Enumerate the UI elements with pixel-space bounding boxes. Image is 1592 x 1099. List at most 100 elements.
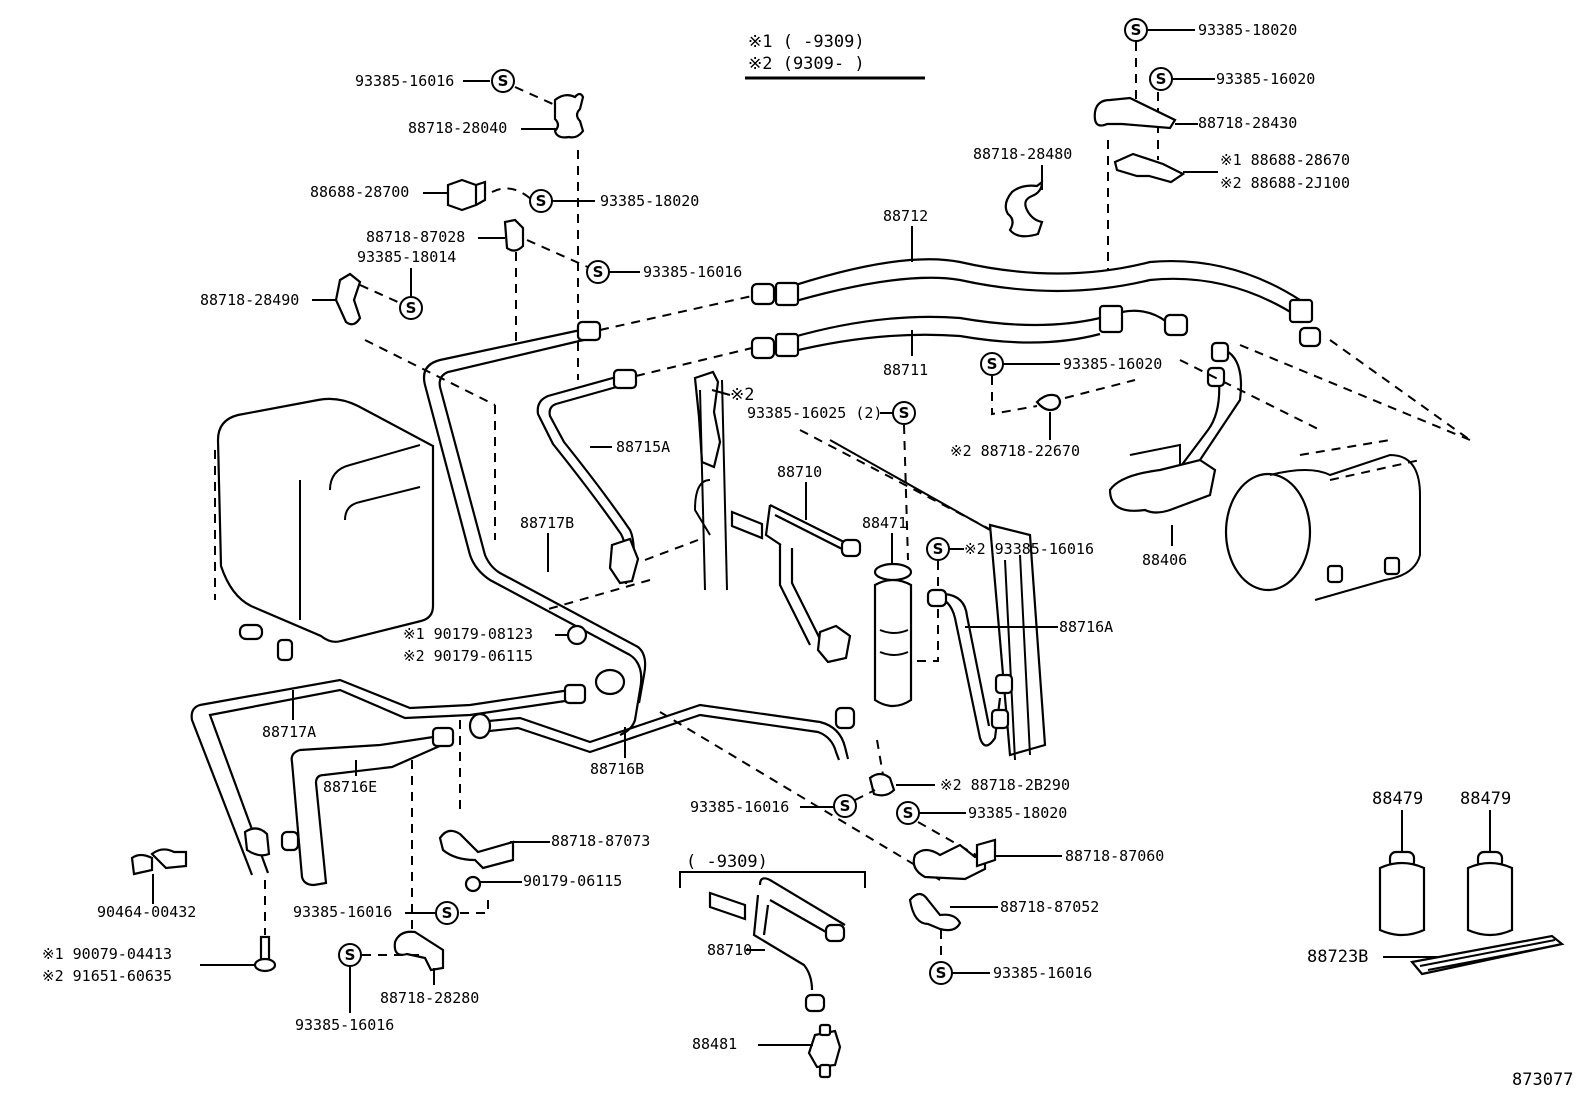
callout-90179-08123[interactable]: ※1 90179-08123 ※2 90179-06115	[403, 624, 588, 665]
clamp-88718-28280[interactable]: 88718-28280	[362, 930, 479, 1007]
part-number-label[interactable]: 88710	[777, 463, 822, 481]
hose-88712[interactable]: 88712	[750, 207, 1322, 348]
clamp-88718-28430[interactable]: 88718-28430	[1093, 96, 1298, 132]
callout-93385-16020-top[interactable]: S 93385-16020	[1149, 67, 1315, 160]
part-number-label[interactable]: 88718-87028	[366, 228, 465, 246]
callout-93385-16016-e[interactable]: S 93385-16016	[929, 961, 1092, 985]
callout-93385-18020-top[interactable]: S 93385-18020	[1124, 18, 1297, 110]
part-number-label[interactable]: ※1 88688-28670	[1220, 151, 1350, 169]
clamp-88718-2B290[interactable]: ※2 88718-2B290	[868, 739, 1070, 797]
clamp-88718-28480[interactable]: 88718-28480	[973, 145, 1072, 238]
part-number-label[interactable]: 93385-16016	[993, 964, 1092, 982]
part-number-label[interactable]: 88716A	[1059, 618, 1113, 636]
callout-93385-16016-c[interactable]: S ※2 93385-16016	[913, 537, 1094, 662]
part-number-label[interactable]: 88718-87052	[1000, 898, 1099, 916]
part-number-label[interactable]: 93385-16016	[643, 263, 742, 281]
callout-93385-16025[interactable]: 93385-16025 (2) S	[747, 401, 916, 561]
clip-90464-00432[interactable]: 90464-00432	[97, 848, 196, 921]
hose-88711[interactable]: 88711	[750, 304, 1189, 379]
callout-93385-18014[interactable]: 93385-18014 S	[357, 248, 456, 320]
callout-93385-16016-b[interactable]: S 93385-16016	[586, 260, 742, 284]
part-number-label[interactable]: 88718-28430	[1198, 114, 1297, 132]
part-number-label[interactable]: ※1 90079-04413	[42, 945, 172, 963]
receiver-88471[interactable]: 88471	[862, 514, 913, 708]
part-number-label[interactable]: 93385-16016	[295, 1016, 394, 1034]
expansion-valve-88406[interactable]: 88406	[1108, 341, 1243, 569]
clamp-88718-22670[interactable]: ※2 88718-22670	[950, 379, 1136, 460]
part-number-label[interactable]: ※2 90179-06115	[403, 647, 533, 665]
callout-88718-28490[interactable]: 88718-28490	[200, 272, 496, 406]
part-number-label[interactable]: 88406	[1142, 551, 1187, 569]
pipe-88710-main[interactable]: 88710	[730, 463, 862, 664]
part-number-label[interactable]: 88710	[707, 941, 752, 959]
bottle-88479-a[interactable]: 88479	[1372, 789, 1426, 937]
part-number-label[interactable]: 90179-06115	[523, 872, 622, 890]
part-number-label[interactable]: ※2 88718-2B290	[940, 776, 1070, 794]
bracket-mark-2[interactable]: ※2	[693, 370, 754, 469]
part-number-label[interactable]: 88716B	[590, 760, 644, 778]
part-number-label[interactable]: ※2 88718-22670	[950, 442, 1080, 460]
pipe-88716A[interactable]: 88716A	[926, 588, 1113, 747]
clamp-icon	[1093, 96, 1177, 130]
tape-88723B[interactable]: 88723B	[1307, 934, 1565, 976]
bottle-88479-b[interactable]: 88479	[1460, 789, 1514, 937]
callout-93385-16020-mid[interactable]: S 93385-16020	[980, 352, 1162, 416]
part-number-label[interactable]: 88718-28280	[380, 989, 479, 1007]
part-number-label[interactable]: 88715A	[616, 438, 670, 456]
part-number-label[interactable]: 93385-16020	[1216, 70, 1315, 88]
part-number-label[interactable]: 88479	[1372, 789, 1423, 809]
part-number-label[interactable]: 88723B	[1307, 947, 1368, 967]
part-number-label[interactable]: 88716E	[323, 778, 377, 796]
clamp-88718-87052[interactable]: 88718-87052	[908, 892, 1099, 962]
part-number-label[interactable]: ※1 90179-08123	[403, 625, 533, 643]
switch-88481[interactable]: 88481	[692, 1023, 842, 1079]
part-number-label[interactable]: 88718-28040	[408, 119, 507, 137]
part-number-label[interactable]: 88712	[883, 207, 928, 225]
part-number-label[interactable]: 88481	[692, 1035, 737, 1053]
pipe-88717B[interactable]: 88717B	[422, 320, 647, 737]
part-number-label[interactable]: 93385-18014	[357, 248, 456, 266]
part-number-label[interactable]: ※2 91651-60635	[42, 967, 172, 985]
part-number-label[interactable]: 88718-28490	[200, 291, 299, 309]
part-number-label[interactable]: 93385-16020	[1063, 355, 1162, 373]
pipe-88716E[interactable]: 88716E	[280, 726, 455, 887]
part-number-label[interactable]: 88479	[1460, 789, 1511, 809]
part-number-label[interactable]: ※2	[730, 385, 754, 405]
pipe-88716B[interactable]: 88716B	[468, 703, 856, 778]
part-number-label[interactable]: 88711	[883, 361, 928, 379]
part-number-label[interactable]: 93385-18020	[1198, 21, 1297, 39]
part-number-label[interactable]: 93385-18020	[600, 192, 699, 210]
part-number-label[interactable]: 88471	[862, 514, 907, 532]
pipe-88717A[interactable]: 88717A	[190, 678, 587, 876]
bolt-90079-04413[interactable]: ※1 90079-04413 ※2 91651-60635	[42, 880, 277, 985]
clamp-88718-28040[interactable]: 88718-28040	[408, 92, 585, 139]
callout-93385-16016-g[interactable]: S 93385-16016	[295, 943, 394, 1034]
callout-88718-87028[interactable]: 88718-87028	[366, 218, 591, 345]
part-number-label[interactable]: 88717A	[262, 723, 316, 741]
part-number-label[interactable]: 93385-16016	[293, 903, 392, 921]
nut-90179-06115[interactable]: 90179-06115	[464, 872, 622, 893]
part-number-label[interactable]: 93385-16025 (2)	[747, 404, 882, 422]
clamp-88718-87073[interactable]: 88718-87073	[438, 829, 650, 870]
part-number-label[interactable]: 93385-16016	[690, 798, 789, 816]
part-number-label[interactable]: ※2 93385-16016	[964, 540, 1094, 558]
part-number-label[interactable]: 90464-00432	[97, 903, 196, 921]
part-number-label[interactable]: ※2 88688-2J100	[1220, 174, 1350, 192]
plate-88688-28670[interactable]: ※1 88688-28670 ※2 88688-2J100	[1113, 151, 1350, 192]
callout-88688-28700[interactable]: 88688-28700	[310, 178, 533, 212]
callout-93385-16016-d[interactable]: 93385-16016 S	[690, 789, 876, 818]
part-number-label[interactable]: 88718-28480	[973, 145, 1072, 163]
pipe-88715A[interactable]: 88715A	[536, 368, 699, 611]
callout-93385-18020-a[interactable]: S 93385-18020	[529, 189, 699, 213]
pipe-88710-sub[interactable]: 88710	[707, 877, 846, 1013]
part-number-label[interactable]: 88718-87073	[551, 832, 650, 850]
part-number-label[interactable]: 88688-28700	[310, 183, 409, 201]
part-number-label[interactable]: 88717B	[520, 514, 574, 532]
part-number-label[interactable]: 93385-18020	[968, 804, 1067, 822]
clamp-88718-87060[interactable]: 88718-87060	[912, 838, 1165, 881]
callout-93385-18020-b[interactable]: S 93385-18020	[896, 801, 1067, 861]
callout-93385-16016-f[interactable]: 93385-16016 S	[293, 893, 489, 925]
part-number-label[interactable]: 93385-16016	[355, 72, 454, 90]
part-number-label[interactable]: 88718-87060	[1065, 847, 1164, 865]
callout-93385-16016-a[interactable]: 93385-16016 S	[355, 69, 556, 106]
